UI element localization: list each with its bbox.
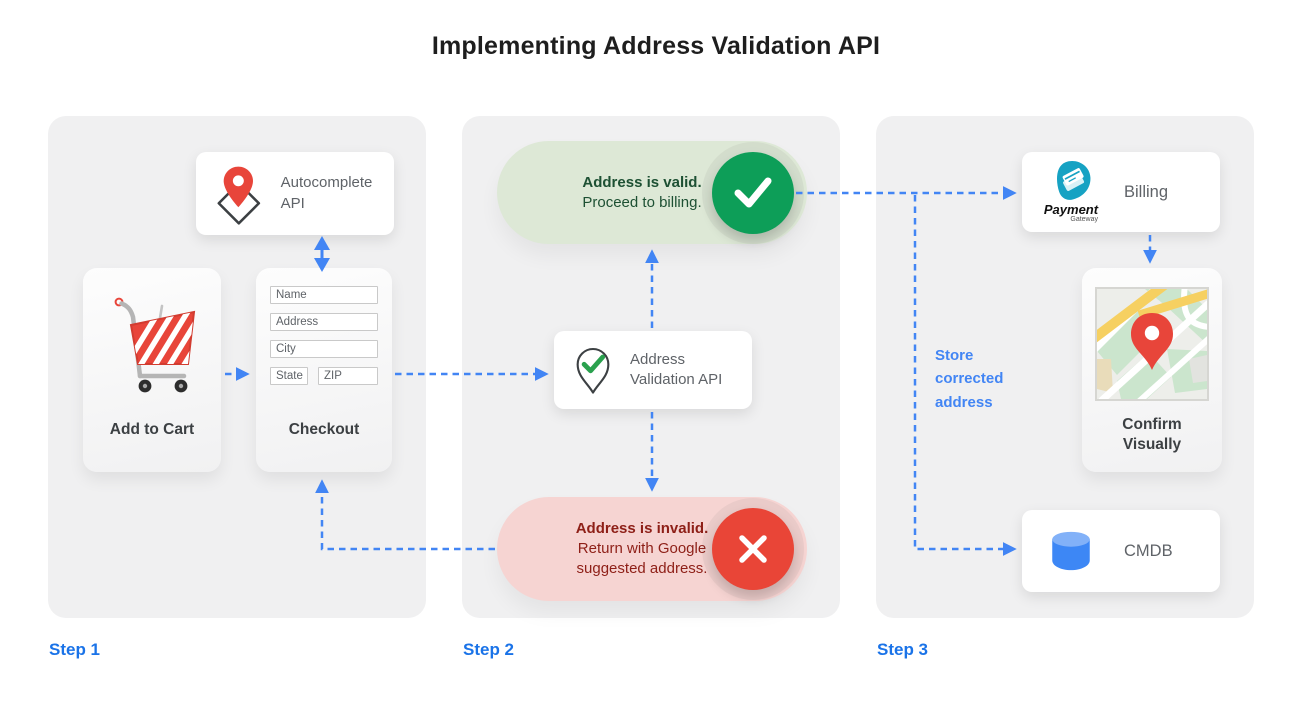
- address-valid-text: Address is valid. Proceed to billing.: [543, 173, 741, 213]
- database-icon: [1052, 531, 1090, 571]
- address-invalid-subtitle: Return with Google suggested address.: [576, 540, 708, 577]
- map-preview: [1088, 278, 1218, 408]
- invalid-badge: [712, 508, 794, 590]
- address-valid-pill: Address is valid. Proceed to billing.: [497, 141, 807, 244]
- address-invalid-text: Address is invalid. Return with Google s…: [543, 519, 741, 578]
- confirm-visually-card: Confirm Visually: [1082, 268, 1222, 472]
- add-to-cart-label: Add to Cart: [109, 420, 195, 438]
- billing-card: Payment Gateway Billing: [1022, 152, 1220, 232]
- billing-label: Billing: [1124, 182, 1169, 201]
- address-invalid-pill: Address is invalid. Return with Google s…: [497, 497, 807, 601]
- x-icon: [739, 535, 767, 563]
- checkout-card: Name Address City State ZIP Checkout: [256, 268, 392, 472]
- address-invalid-title: Address is invalid.: [575, 520, 709, 538]
- checkout-field-address: Address: [270, 313, 378, 331]
- map-pin-check-icon: [576, 348, 610, 394]
- shopping-cart-icon: [114, 297, 196, 393]
- step1-label: Step 1: [49, 640, 101, 659]
- checkout-field-zip: ZIP: [318, 367, 378, 385]
- autocomplete-api-label: Autocomplete API: [280, 174, 373, 212]
- payment-logo-subtitle: Gateway: [1070, 215, 1098, 223]
- payment-gateway-logo: Payment Gateway: [1040, 160, 1102, 224]
- diagram-title: Implementing Address Validation API: [431, 32, 881, 60]
- cmdb-card: CMDB: [1022, 510, 1220, 592]
- valid-badge: [712, 151, 794, 234]
- payment-logo-title: Payment: [1043, 201, 1099, 217]
- step3-label: Step 3: [877, 640, 929, 659]
- address-valid-subtitle: Proceed to billing.: [582, 193, 702, 211]
- autocomplete-api-card: Autocomplete API: [196, 152, 394, 235]
- checkout-field-city: City: [270, 340, 378, 358]
- store-corrected-address-note: Store corrected address: [935, 347, 1004, 411]
- checkout-field-state: State: [270, 367, 308, 385]
- checkout-label: Checkout: [288, 420, 360, 438]
- map-pin-diamond-icon: [217, 166, 261, 225]
- check-icon: [734, 177, 772, 207]
- address-validation-api-card: Address Validation API: [554, 331, 752, 409]
- step2-label: Step 2: [463, 640, 515, 659]
- address-valid-title: Address is valid.: [582, 173, 702, 191]
- payment-gateway-blob-icon: [1056, 160, 1091, 200]
- checkout-form: Name Address City State ZIP: [270, 286, 378, 385]
- confirm-visually-label: Confirm Visually: [1122, 415, 1182, 453]
- add-to-cart-card: Add to Cart: [83, 268, 221, 472]
- address-validation-api-label: Address Validation API: [630, 350, 723, 388]
- map-image: [1088, 278, 1218, 408]
- checkout-field-name: Name: [270, 286, 378, 304]
- cmdb-label: CMDB: [1124, 541, 1173, 560]
